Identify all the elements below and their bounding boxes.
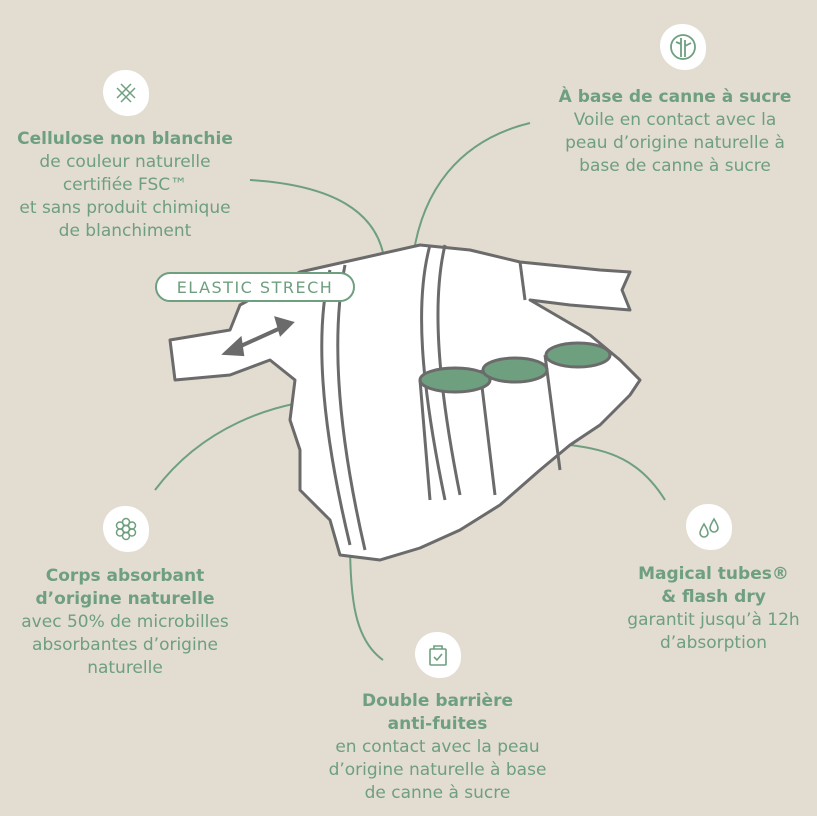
- feature-title: Corps absorbant: [45, 566, 205, 586]
- feature-line: base de canne à sucre: [579, 156, 771, 176]
- feature-sugarcane: À base de canne à sucre Voile en contact…: [540, 86, 810, 178]
- feature-line: absorbantes d’origine: [32, 635, 218, 655]
- bamboo-icon: [660, 24, 706, 70]
- weave-icon: [103, 70, 149, 116]
- feature-line: peau d’origine naturelle à: [565, 133, 785, 153]
- feature-barrier: Double barrière anti-fuites en contact a…: [300, 690, 575, 805]
- feature-title: & flash dry: [661, 587, 766, 607]
- feature-line: Voile en contact avec la: [573, 110, 777, 130]
- feature-line: certifiée FSC™: [62, 175, 188, 195]
- feature-cellulose: Cellulose non blanchie de couleur nature…: [0, 128, 250, 243]
- feature-line: en contact avec la peau: [335, 737, 540, 757]
- feature-line: garantit jusqu’à 12h: [627, 610, 800, 630]
- feature-line: de canne à sucre: [364, 783, 511, 803]
- feature-title: anti-fuites: [387, 714, 488, 734]
- feature-title: Cellulose non blanchie: [17, 129, 233, 149]
- feature-line: naturelle: [87, 658, 163, 678]
- feature-title: d’origine naturelle: [35, 589, 215, 609]
- feature-line: avec 50% de microbilles: [21, 612, 229, 632]
- feature-tubes: Magical tubes® & flash dry garantit jusq…: [610, 563, 817, 655]
- feature-line: de couleur naturelle: [39, 152, 211, 172]
- feature-line: de blanchiment: [58, 221, 192, 241]
- feature-line: d’origine naturelle à base: [328, 760, 547, 780]
- elastic-stretch-label: ELASTIC STRECH: [155, 272, 355, 302]
- feature-line: d’absorption: [659, 633, 767, 653]
- droplets-icon: [686, 504, 732, 550]
- feature-title: Magical tubes®: [638, 564, 789, 584]
- feature-line: et sans produit chimique: [19, 198, 231, 218]
- microbeads-icon: [103, 506, 149, 552]
- feature-title: Double barrière: [361, 691, 514, 711]
- feature-absorbent: Corps absorbant d’origine naturelle avec…: [0, 565, 250, 680]
- feature-title: À base de canne à sucre: [558, 87, 792, 107]
- shield-check-icon: [415, 632, 461, 678]
